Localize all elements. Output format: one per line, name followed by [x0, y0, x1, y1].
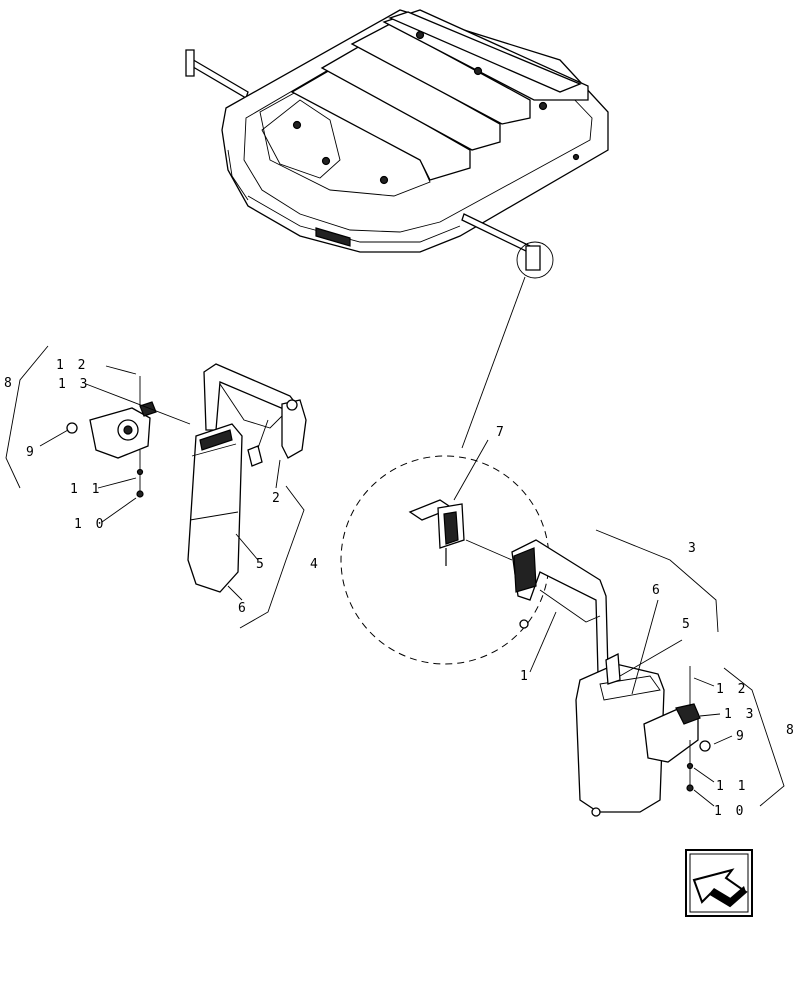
left-mirror-assembly — [66, 363, 307, 593]
callout-13-right: 1 3 — [724, 707, 756, 722]
callout-8-right: 8 — [786, 723, 797, 738]
callout-10-left: 1 0 — [74, 517, 106, 532]
cab-roof — [185, 9, 609, 271]
callout-2: 2 — [272, 491, 283, 506]
callout-6-right: 6 — [652, 583, 663, 598]
callout-9-right: 9 — [736, 729, 747, 744]
arrow-down-left-icon[interactable] — [685, 849, 753, 917]
callout-12-left: 1 2 — [56, 358, 88, 373]
callout-labels: 8 1 2 1 3 9 1 1 1 0 2 4 5 6 7 3 6 5 1 1 … — [4, 358, 797, 819]
callout-13-left: 1 3 — [58, 377, 90, 392]
callout-10-right: 1 0 — [714, 804, 746, 819]
callout-5-right: 5 — [682, 617, 693, 632]
callout-11-left: 1 1 — [70, 482, 102, 497]
right-mirror-assembly — [511, 539, 711, 817]
mounting-bracket-detail — [408, 499, 513, 566]
callout-7: 7 — [496, 425, 507, 440]
callout-8-left: 8 — [4, 376, 15, 391]
callout-11-right: 1 1 — [716, 779, 748, 794]
callout-3: 3 — [688, 541, 699, 556]
leader-lines — [5, 345, 785, 807]
callout-4: 4 — [310, 557, 321, 572]
callout-12-right: 1 2 — [716, 682, 748, 697]
callout-9-left: 9 — [26, 445, 37, 460]
callout-6-left: 6 — [238, 601, 249, 616]
callout-5-left: 5 — [256, 557, 267, 572]
callout-1: 1 — [520, 669, 531, 684]
